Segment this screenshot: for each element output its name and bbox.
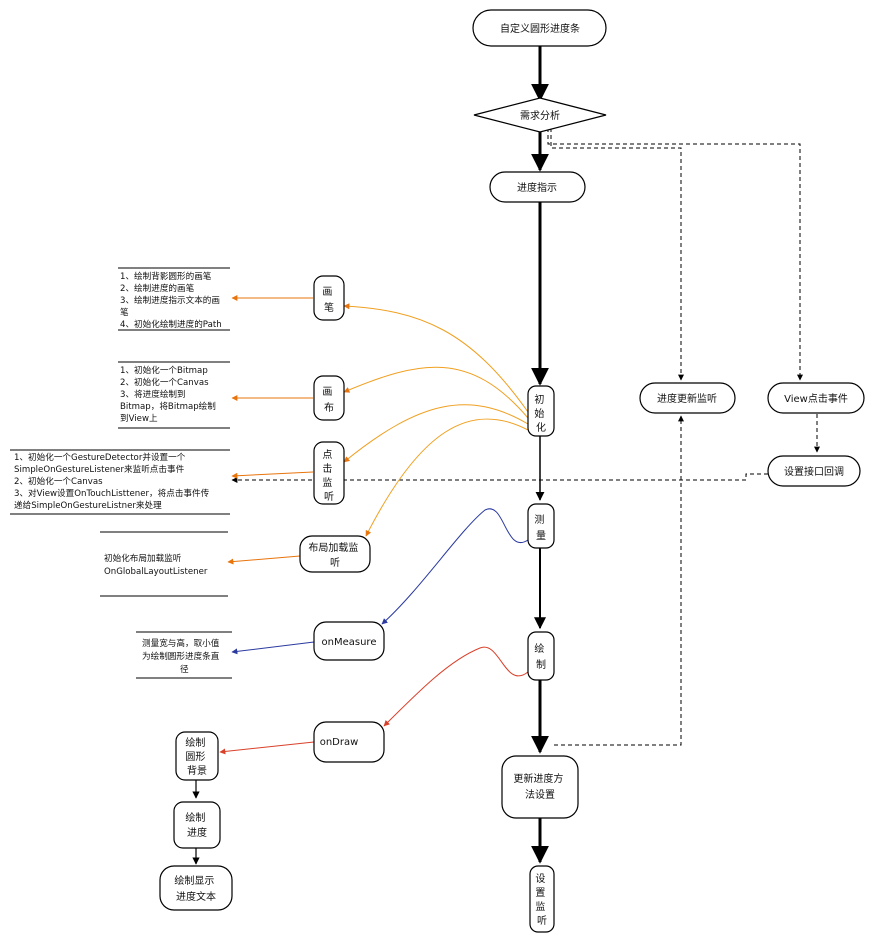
layout-note: 初始化布局加载监听 OnGlobalLayoutListener xyxy=(104,552,208,577)
progress-listener-node: 进度更新监听 xyxy=(639,382,736,414)
progress-listener-node-label: 进度更新监听 xyxy=(657,392,717,405)
callback-node: 设置接口回调 xyxy=(767,455,861,487)
paint-note: 1、绘制背影圆形的画笔 2、绘制进度的画笔 3、绘制进度指示文本的画 笔 4、初… xyxy=(120,270,223,330)
blue-connectors xyxy=(231,508,529,655)
note-lines xyxy=(10,267,232,679)
update-method-node-label: 更新进度方 法设置 xyxy=(513,772,566,801)
set-listener-node: 设 置 监 听 xyxy=(529,865,555,933)
draw-node: 绘 制 xyxy=(527,631,555,681)
draw-progress-node: 绘制 进度 xyxy=(173,801,221,849)
layout-listen-node: 布局加载监 听 xyxy=(299,535,371,573)
update-method-node: 更新进度方 法设置 xyxy=(501,755,579,819)
draw-bg-node-label: 绘制 圆形 背景 xyxy=(185,736,208,777)
canvas-node-label: 画 布 xyxy=(322,387,335,414)
draw-text-node: 绘制显示 进度文本 xyxy=(159,865,233,911)
measure-note: 测量宽与高，取小值 为绘制圆形进度条直 径 xyxy=(142,637,222,675)
draw-progress-node-label: 绘制 进度 xyxy=(185,811,208,839)
on-measure-node-label: onMeasure xyxy=(322,637,377,648)
dashed-connectors xyxy=(231,128,820,746)
red-connectors xyxy=(219,646,529,755)
init-node-label: 初 始 化 xyxy=(534,393,547,434)
draw-bg-node: 绘制 圆形 背景 xyxy=(175,731,219,781)
indicator-node-label: 进度指示 xyxy=(517,181,557,194)
view-click-node: View点击事件 xyxy=(767,382,865,414)
on-draw-node-label: onDraw xyxy=(320,737,359,748)
analysis-node: 需求分析 xyxy=(473,97,607,133)
canvas-node: 画 布 xyxy=(313,375,345,421)
main-connectors xyxy=(192,46,549,865)
init-node: 初 始 化 xyxy=(527,385,555,437)
orange-pointers xyxy=(227,295,314,565)
on-draw-node: onDraw xyxy=(313,721,385,763)
click-listen-node-label: 点 击 监 听 xyxy=(322,449,335,503)
start-node-label: 自定义圆形进度条 xyxy=(500,22,580,35)
on-measure-node: onMeasure xyxy=(313,621,385,661)
indicator-node: 进度指示 xyxy=(489,171,586,203)
measure-node-label: 测 量 xyxy=(534,513,547,542)
analysis-node-label: 需求分析 xyxy=(520,109,560,122)
canvas-note: 1、初始化一个Bitmap 2、初始化一个Canvas 3、将进度绘制到 Bit… xyxy=(120,364,219,424)
start-node: 自定义圆形进度条 xyxy=(472,9,607,47)
paint-node: 画 笔 xyxy=(313,275,345,321)
set-listener-node-label: 设 置 监 听 xyxy=(535,873,548,927)
orange-connectors xyxy=(343,303,529,537)
click-listen-node: 点 击 监 听 xyxy=(313,441,345,505)
callback-node-label: 设置接口回调 xyxy=(784,465,844,478)
draw-text-node-label: 绘制显示 进度文本 xyxy=(174,874,217,903)
layout-listen-node-label: 布局加载监 听 xyxy=(308,541,361,569)
click-note: 1、初始化一个GestureDetector并设置一个 SimpleOnGest… xyxy=(14,451,212,511)
draw-node-label: 绘 制 xyxy=(534,642,547,671)
measure-node: 测 量 xyxy=(527,503,555,549)
paint-node-label: 画 笔 xyxy=(322,287,335,314)
view-click-node-label: View点击事件 xyxy=(784,392,848,405)
